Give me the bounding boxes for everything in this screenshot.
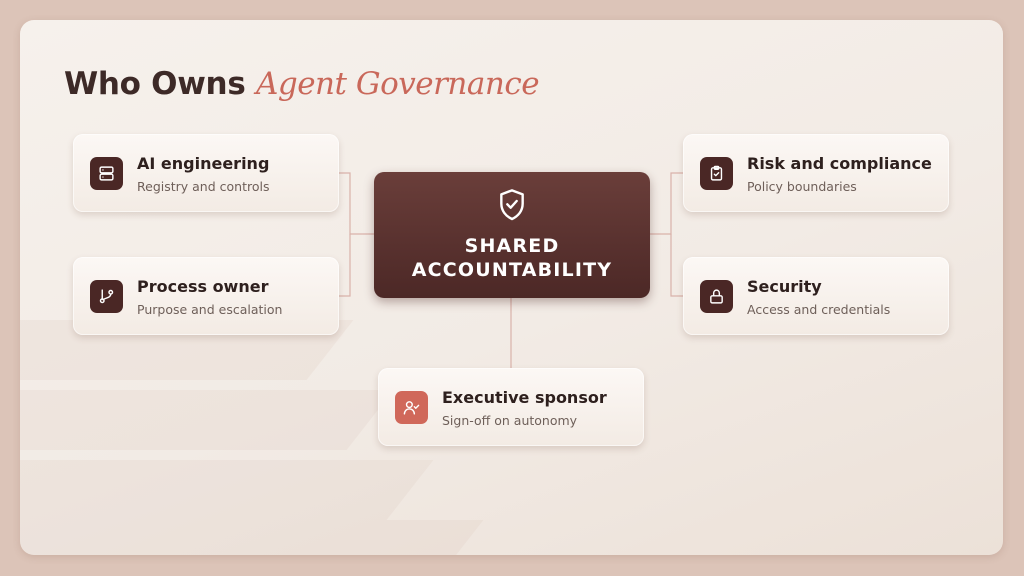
role-card-process-owner: Process owner Purpose and escalation [73,257,339,335]
lock-icon [700,280,733,313]
connector-lines [339,172,683,368]
connector-ai-engineering [339,172,374,235]
role-title: Security [747,277,822,296]
role-title: Executive sponsor [442,388,607,407]
connector-risk-compliance [650,172,683,235]
title-accent: Agent Governance [255,66,540,102]
role-card-executive-sponsor: Executive sponsor Sign-off on autonomy [378,368,644,446]
slide: Who Owns Agent Governance AI engineering… [20,20,1003,555]
page-title: Who Owns Agent Governance [64,66,540,102]
center-label: SHARED ACCOUNTABILITY [374,234,650,282]
role-subtitle: Policy boundaries [747,179,857,194]
title-prefix: Who Owns [64,66,246,102]
connector-security [670,234,683,297]
role-subtitle: Sign-off on autonomy [442,413,578,428]
clipboard-check-icon [700,157,733,190]
role-subtitle: Registry and controls [137,179,270,194]
role-title: Process owner [137,277,269,296]
role-subtitle: Access and credentials [747,302,891,317]
role-card-security: Security Access and credentials [683,257,949,335]
shared-accountability-node: SHARED ACCOUNTABILITY [374,172,650,298]
server-icon [90,157,123,190]
git-branch-icon [90,280,123,313]
connector-process-owner [339,234,351,297]
role-title: AI engineering [137,154,270,173]
role-card-ai-engineering: AI engineering Registry and controls [73,134,339,212]
center-label-line2: ACCOUNTABILITY [411,259,613,281]
user-check-icon [395,391,428,424]
shield-check-icon [500,189,524,221]
role-title: Risk and compliance [747,154,932,173]
center-label-line1: SHARED [464,235,560,257]
role-subtitle: Purpose and escalation [137,302,283,317]
role-card-risk-compliance: Risk and compliance Policy boundaries [683,134,949,212]
